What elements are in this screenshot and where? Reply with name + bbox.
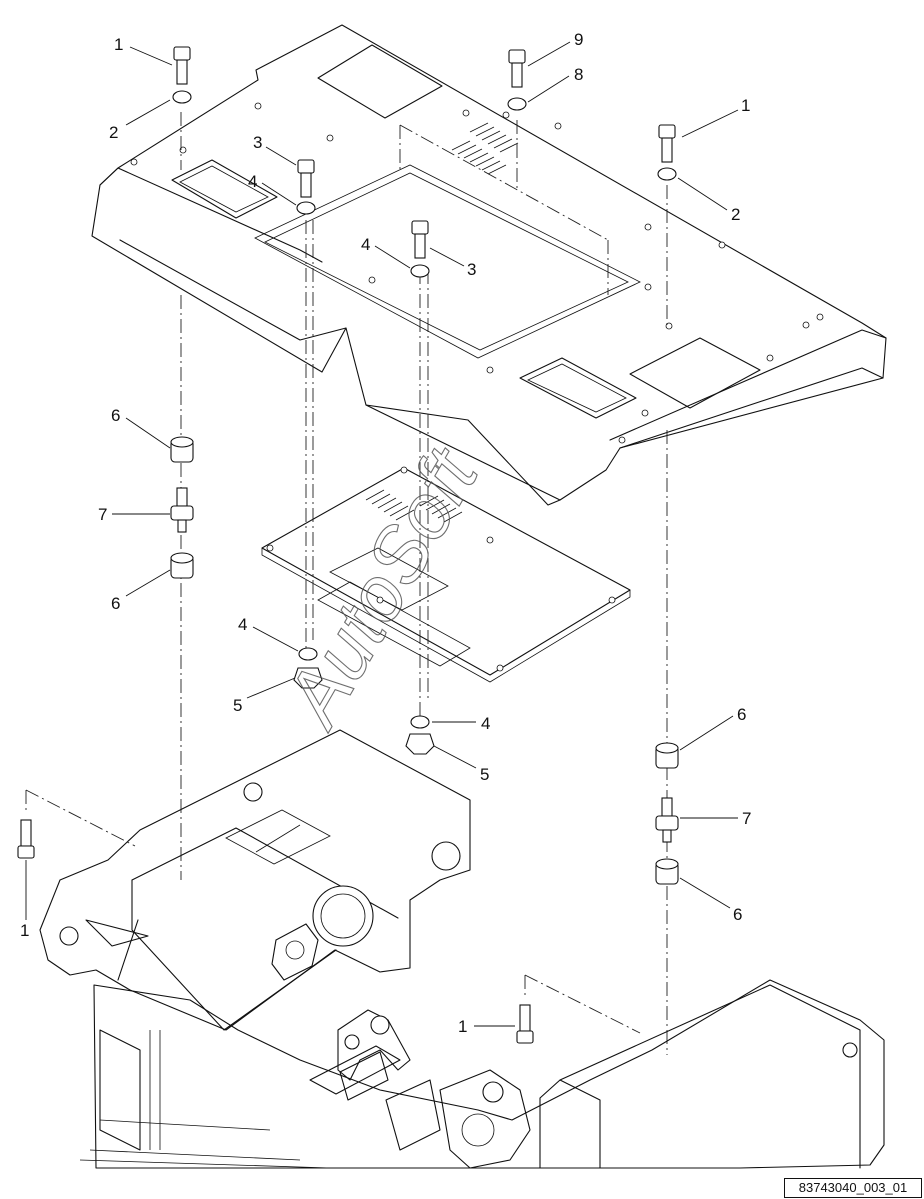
- svg-text:8: 8: [574, 65, 583, 84]
- callout-7-right: 7: [680, 809, 751, 828]
- svg-text:1: 1: [114, 35, 123, 54]
- callout-2-top-right: 2: [677, 177, 740, 224]
- svg-text:4: 4: [481, 714, 490, 733]
- callout-4-lower-left: 4: [238, 615, 299, 652]
- bolt-1-top-right: [658, 124, 676, 163]
- callout-1-lower-right: 1: [458, 1017, 515, 1036]
- washer-4-lower-left: [298, 647, 318, 661]
- callout-1-top-left: 1: [114, 35, 173, 66]
- svg-text:3: 3: [253, 133, 262, 152]
- bolt-9: [508, 49, 526, 88]
- nut-5-lower-right: [405, 733, 435, 755]
- washer-2-top-left: [172, 90, 192, 104]
- nut-5-lower-left: [293, 667, 323, 689]
- svg-text:5: 5: [233, 696, 242, 715]
- callout-6-right-upper: 6: [679, 705, 746, 751]
- callouts: 1 2 1 2 9 8 3 4 4 3 6 7 6 4 5 4 5 6 7 6 …: [20, 30, 751, 1036]
- svg-text:6: 6: [737, 705, 746, 724]
- bolt-3-left: [297, 159, 315, 198]
- svg-text:3: 3: [467, 260, 476, 279]
- svg-text:6: 6: [111, 406, 120, 425]
- fasteners: [17, 46, 679, 1044]
- callout-8: 8: [527, 65, 583, 103]
- callout-6-right-lower: 6: [679, 877, 742, 924]
- svg-text:4: 4: [238, 615, 247, 634]
- vent-grille-top: [451, 122, 519, 175]
- bolt-1-lower-right: [516, 1004, 534, 1044]
- svg-text:1: 1: [20, 921, 29, 940]
- washer-2-top-right: [657, 167, 677, 181]
- washer-4-center: [410, 264, 430, 278]
- callout-4-center: 4: [361, 235, 411, 269]
- callout-5-lower-right: 5: [433, 745, 489, 784]
- bolt-1-top-left: [173, 46, 191, 85]
- washer-4-lower-right: [410, 715, 430, 729]
- svg-text:9: 9: [574, 30, 583, 49]
- svg-text:1: 1: [458, 1017, 467, 1036]
- callout-5-lower-left: 5: [233, 677, 296, 715]
- callout-3-left: 3: [253, 133, 297, 166]
- rubber-mount-left: [170, 436, 194, 579]
- callout-2-top-left: 2: [109, 99, 171, 142]
- top-cover-panel: [91, 24, 887, 506]
- washer-8: [507, 97, 527, 111]
- callout-6-left-lower: 6: [111, 569, 171, 613]
- callout-9: 9: [527, 30, 583, 67]
- svg-text:7: 7: [742, 809, 751, 828]
- callout-6-left-upper: 6: [111, 406, 171, 449]
- rubber-mount-right: [655, 742, 679, 885]
- support-frame: [39, 729, 471, 1031]
- bolt-1-lower-left: [17, 819, 35, 859]
- callout-1-lower-left: 1: [20, 860, 29, 940]
- washer-4-left: [296, 201, 316, 215]
- svg-text:2: 2: [109, 123, 118, 142]
- callout-7-left: 7: [98, 505, 170, 524]
- svg-text:6: 6: [733, 905, 742, 924]
- callout-4-lower-right: 4: [432, 714, 490, 733]
- bolt-3-center: [411, 220, 429, 259]
- svg-text:6: 6: [111, 594, 120, 613]
- lower-plate: [261, 466, 631, 683]
- callout-3-center: 3: [429, 247, 476, 279]
- svg-text:4: 4: [248, 172, 257, 191]
- svg-text:2: 2: [731, 205, 740, 224]
- drawing-number-label: 83743040_003_01: [784, 1178, 922, 1198]
- base-frame: [79, 979, 885, 1169]
- svg-text:7: 7: [98, 505, 107, 524]
- callout-1-top-right: 1: [681, 96, 750, 138]
- svg-text:1: 1: [741, 96, 750, 115]
- svg-text:4: 4: [361, 235, 370, 254]
- watermark-text: AutoSoft: [267, 432, 496, 741]
- callout-4-left: 4: [248, 172, 297, 206]
- svg-text:5: 5: [480, 765, 489, 784]
